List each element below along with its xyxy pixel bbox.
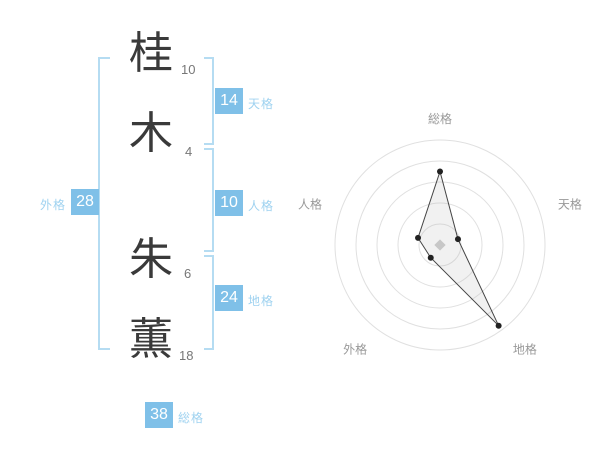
tenkaku-bracket: [204, 57, 214, 145]
stroke-count-2: 4: [185, 144, 193, 159]
radar-point: [454, 236, 461, 243]
radar-axis-label: 地格: [513, 341, 537, 356]
gaikaku-label: 外格: [40, 198, 67, 212]
radar-point: [437, 168, 443, 175]
soukaku-value-badge: 38: [145, 402, 173, 428]
gaikaku-bracket: [98, 57, 110, 350]
radar-ring: [355, 160, 525, 330]
radar-point: [415, 234, 422, 241]
radar-ring: [376, 181, 504, 309]
radar-point: [427, 254, 434, 261]
jinkaku-value-badge: 10: [215, 190, 243, 216]
tenkaku-value-badge: 14: [215, 88, 243, 114]
radar-ring: [334, 139, 546, 351]
radar-center-marker: [434, 239, 446, 251]
radar-polygon: [417, 169, 500, 327]
radar-axis-label: 人格: [298, 197, 322, 212]
radar-axis-label: 総格: [428, 111, 452, 126]
gaikaku-value-badge: 28: [71, 189, 99, 215]
name-char-4: 薫: [129, 315, 173, 364]
stroke-count-4: 18: [179, 348, 194, 363]
stroke-count-1: 10: [181, 62, 196, 77]
jinkaku-bracket: [204, 148, 214, 252]
chikaku-label: 地格: [248, 294, 275, 308]
name-char-3: 朱: [129, 235, 173, 284]
soukaku-label: 総格: [178, 411, 205, 425]
jinkaku-label: 人格: [248, 199, 275, 213]
stroke-count-3: 6: [184, 266, 192, 281]
name-char-1: 桂: [129, 29, 173, 78]
radar-point: [495, 322, 502, 329]
chikaku-value-badge: 24: [215, 285, 243, 311]
radar-axis-label: 外格: [343, 341, 367, 356]
radar-ring: [397, 202, 483, 288]
radar-axis-label: 天格: [558, 197, 582, 212]
chikaku-bracket: [204, 255, 214, 350]
tenkaku-label: 天格: [248, 97, 275, 111]
name-char-2: 木: [129, 109, 173, 158]
